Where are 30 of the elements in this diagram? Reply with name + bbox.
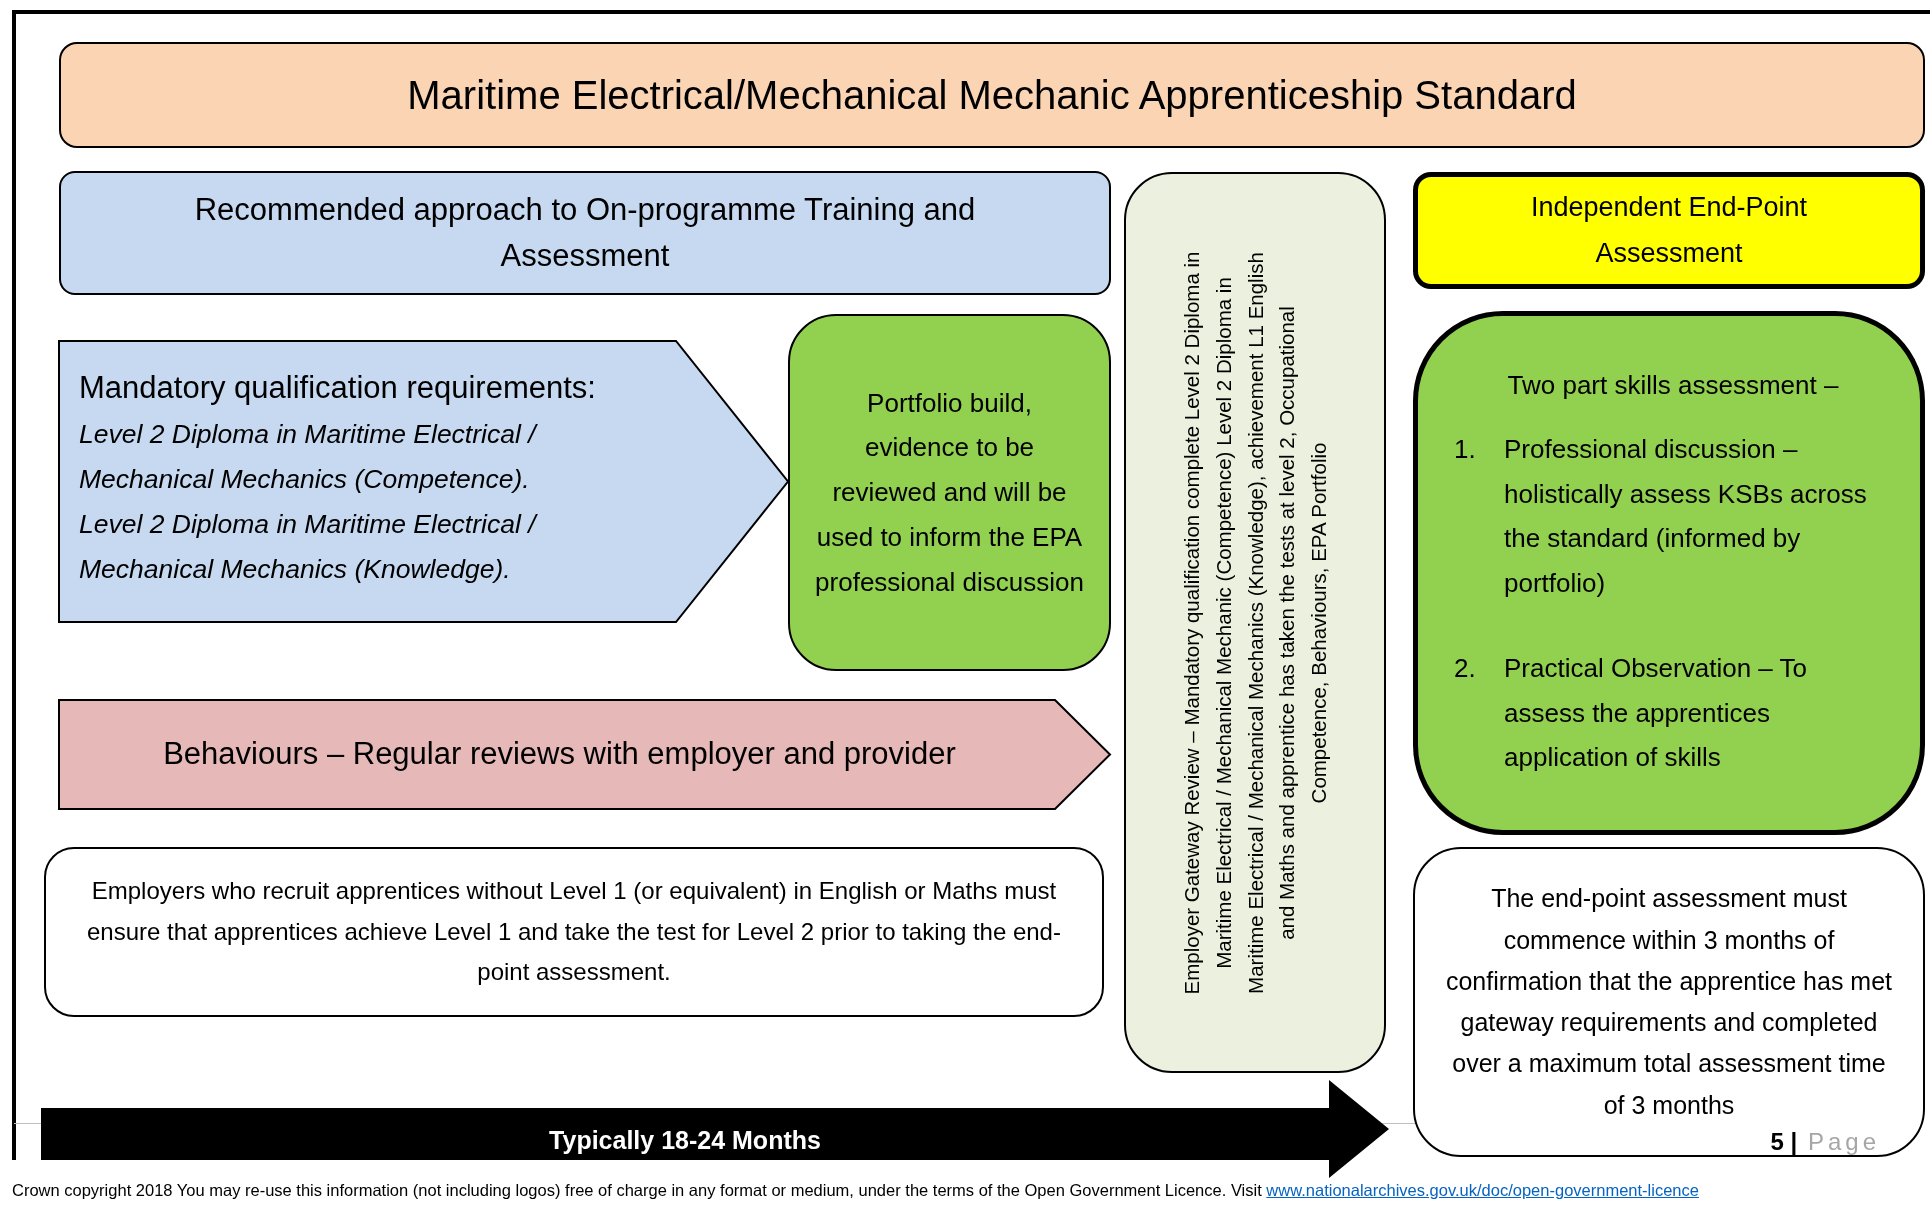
gateway-box xyxy=(1124,172,1386,1073)
box-text: Behaviours – Regular reviews with employer and provider xyxy=(163,735,956,774)
note-box xyxy=(44,847,1104,1017)
process-box xyxy=(788,314,1111,671)
heading-text: Two part skills assessment – xyxy=(1506,369,1840,402)
qualification-text: Level 2 Diploma in Maritime Electrical / Mechanical Mechanics (Competence). xyxy=(79,417,539,496)
note-box xyxy=(1413,847,1925,1157)
box-text: Employers who recruit apprentices without Level 1 (or equivalent) in English or Maths must ensure that apprentices achieve Level 1 and take the test for Level 2 prior to taking the end-point assessment. xyxy=(86,875,1062,988)
header-box xyxy=(59,171,1111,295)
copyright-note: Crown copyright 2018 You may re-use this information (not including logos) free of charge in any format or medium, under the terms of the Open Government Licence. Visit www.nationalarchives.gov.uk/doc/open-government-licence xyxy=(12,1180,1700,1200)
title-banner xyxy=(59,42,1925,148)
page-number: 5 | Page xyxy=(1769,1128,1880,1156)
list-item-text: Practical Observation – To assess the apprentices application of skills xyxy=(1504,651,1808,775)
box-text: The end-point assessment must commence within 3 months of confirmation that the apprentice has met gateway requirements and completed over a maximum total assessment time of 3 months xyxy=(1445,883,1893,1121)
arrow-label: Typically 18-24 Months xyxy=(549,1125,821,1157)
qualification-text: Level 2 Diploma in Maritime Electrical / Mechanical Mechanics (Knowledge). xyxy=(79,507,539,586)
box-text: Independent End-Point Assessment xyxy=(1529,190,1809,270)
assessment-box xyxy=(1413,311,1925,835)
list-item-text: Professional discussion – holistically assess KSBs across the standard (informed by portfolio) xyxy=(1504,433,1868,601)
header-box xyxy=(1413,172,1925,289)
timeline-arrow xyxy=(41,1080,1389,1178)
vertical-text: Employer Gateway Review – Mandatory qualification complete Level 2 Diploma in Maritime Electrical / Mechanical Mechanic (Competence) Level 2 Diploma in Maritime Electrical / Mechanical Mechanics (Knowledge), achievement L1 English and Maths and apprentice has taken the tests at level 2, Occupational Competence, Behaviours, EPA Portfolio xyxy=(1178,250,1331,996)
list-number: 2. xyxy=(1454,651,1477,685)
title-text: Maritime Electrical/Mechanical Mechanic Apprenticeship Standard xyxy=(407,72,1577,119)
box-text: Portfolio build, evidence to be reviewed and will be used to inform the EPA professional discussion xyxy=(814,386,1085,599)
qualification-box xyxy=(59,341,788,622)
box-text: Recommended approach to On-programme Training and Assessment xyxy=(193,190,977,275)
list-number: 1. xyxy=(1454,433,1477,466)
heading-text: Mandatory qualification requirements: xyxy=(79,369,597,407)
licence-link: www.nationalarchives.gov.uk/doc/open-government-licence xyxy=(1266,1181,1699,1199)
